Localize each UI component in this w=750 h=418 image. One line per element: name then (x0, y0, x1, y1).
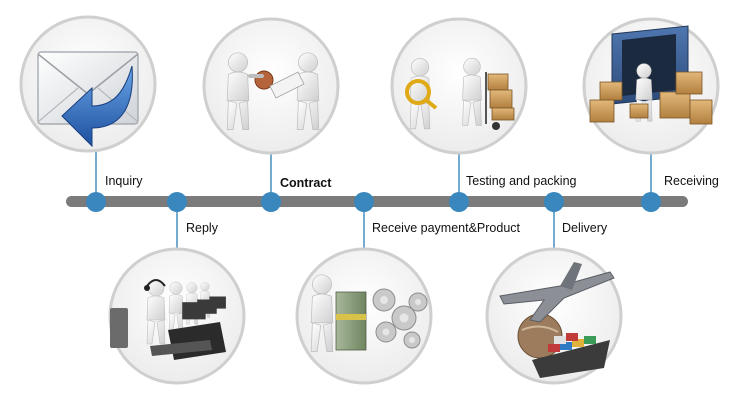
magnifier-and-boxes-icon (390, 17, 528, 155)
step-label-testing: Testing and packing (466, 174, 577, 188)
node-delivery (544, 192, 564, 212)
node-reply (167, 192, 187, 212)
call-center-agents-icon (108, 247, 246, 385)
node-testing (449, 192, 469, 212)
envelope-reply-icon (19, 15, 157, 153)
step-label-receiving: Receiving (664, 174, 719, 188)
container-and-boxes-icon (582, 17, 720, 155)
step-label-reply: Reply (186, 221, 218, 235)
contract-handshake-icon (202, 17, 340, 155)
step-label-payment: Receive payment&Product (372, 221, 520, 235)
timeline-nodes (86, 192, 661, 212)
plane-and-ship-icon (485, 247, 623, 385)
node-receiving (641, 192, 661, 212)
node-inquiry (86, 192, 106, 212)
money-and-gears-icon (295, 247, 433, 385)
step-label-inquiry: Inquiry (105, 174, 143, 188)
step-label-delivery: Delivery (562, 221, 608, 235)
node-contract (261, 192, 281, 212)
node-payment (354, 192, 374, 212)
step-label-contract: Contract (280, 176, 332, 190)
timeline-bar (66, 196, 688, 207)
